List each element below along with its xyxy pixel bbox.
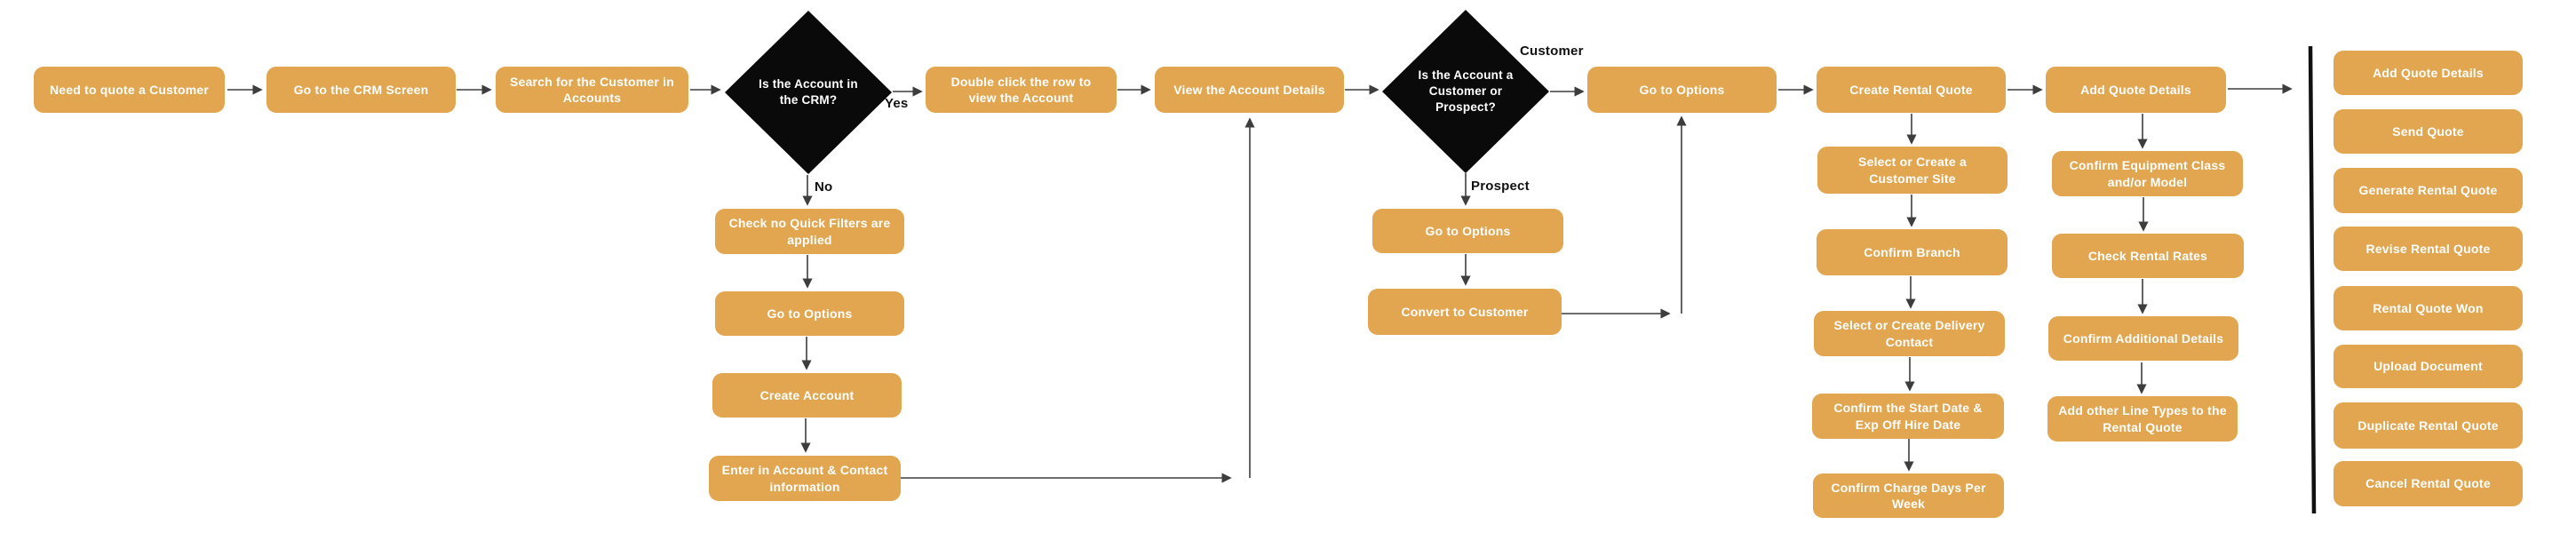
node-add-quote-details: Add Quote Details — [2046, 67, 2226, 113]
node-confirm-equipment-class-model: Confirm Equipment Class and/or Model — [2052, 151, 2243, 196]
edge-label-customer: Customer — [1520, 44, 1584, 59]
node-duplicate-rental-quote: Duplicate Rental Quote — [2334, 402, 2523, 449]
edge-label-prospect: Prospect — [1471, 179, 1530, 194]
node-confirm-additional-details: Confirm Additional Details — [2048, 316, 2238, 361]
node-check-rental-rates: Check Rental Rates — [2052, 234, 2244, 278]
node-confirm-branch: Confirm Branch — [1817, 229, 2008, 275]
node-confirm-start-exp-off-hire-date: Confirm the Start Date & Exp Off Hire Da… — [1812, 394, 2004, 439]
node-rental-quote-won: Rental Quote Won — [2334, 286, 2523, 330]
node-enter-account-contact-info: Enter in Account & Contact information — [709, 456, 901, 501]
node-send-quote: Send Quote — [2334, 109, 2523, 154]
edge-label-yes: Yes — [885, 96, 909, 111]
node-check-no-quick-filters: Check no Quick Filters are applied — [715, 209, 904, 254]
node-create-rental-quote: Create Rental Quote — [1817, 67, 2006, 113]
node-select-create-customer-site: Select or Create a Customer Site — [1817, 147, 2008, 194]
node-need-to-quote-customer: Need to quote a Customer — [34, 67, 225, 113]
node-cancel-rental-quote: Cancel Rental Quote — [2334, 461, 2523, 506]
decision-label: Is the Account in the CRM? — [759, 76, 858, 107]
node-generate-rental-quote: Generate Rental Quote — [2334, 168, 2523, 213]
edge-label-no: No — [815, 179, 833, 195]
decision-label: Is the Account a Customer or Prospect? — [1418, 68, 1514, 115]
node-go-to-crm-screen: Go to the CRM Screen — [266, 67, 456, 113]
node-confirm-charge-days-per-week: Confirm Charge Days Per Week — [1813, 473, 2004, 518]
node-add-other-line-types: Add other Line Types to the Rental Quote — [2047, 396, 2238, 442]
node-convert-to-customer: Convert to Customer — [1368, 289, 1562, 335]
node-view-account-details: View the Account Details — [1155, 67, 1344, 113]
node-select-create-delivery-contact: Select or Create Delivery Contact — [1814, 311, 2005, 356]
node-upload-document: Upload Document — [2334, 345, 2523, 388]
node-go-to-options-no-branch: Go to Options — [715, 291, 904, 336]
node-go-to-options-customer: Go to Options — [1587, 67, 1777, 113]
node-revise-rental-quote: Revise Rental Quote — [2334, 227, 2523, 271]
node-go-to-options-prospect: Go to Options — [1372, 209, 1563, 253]
node-create-account: Create Account — [712, 373, 902, 418]
node-search-customer-in-accounts: Search for the Customer in Accounts — [496, 67, 688, 113]
section-divider — [2308, 45, 2317, 514]
node-add-quote-details-action: Add Quote Details — [2334, 51, 2523, 95]
node-double-click-row: Double click the row to view the Account — [926, 67, 1117, 113]
